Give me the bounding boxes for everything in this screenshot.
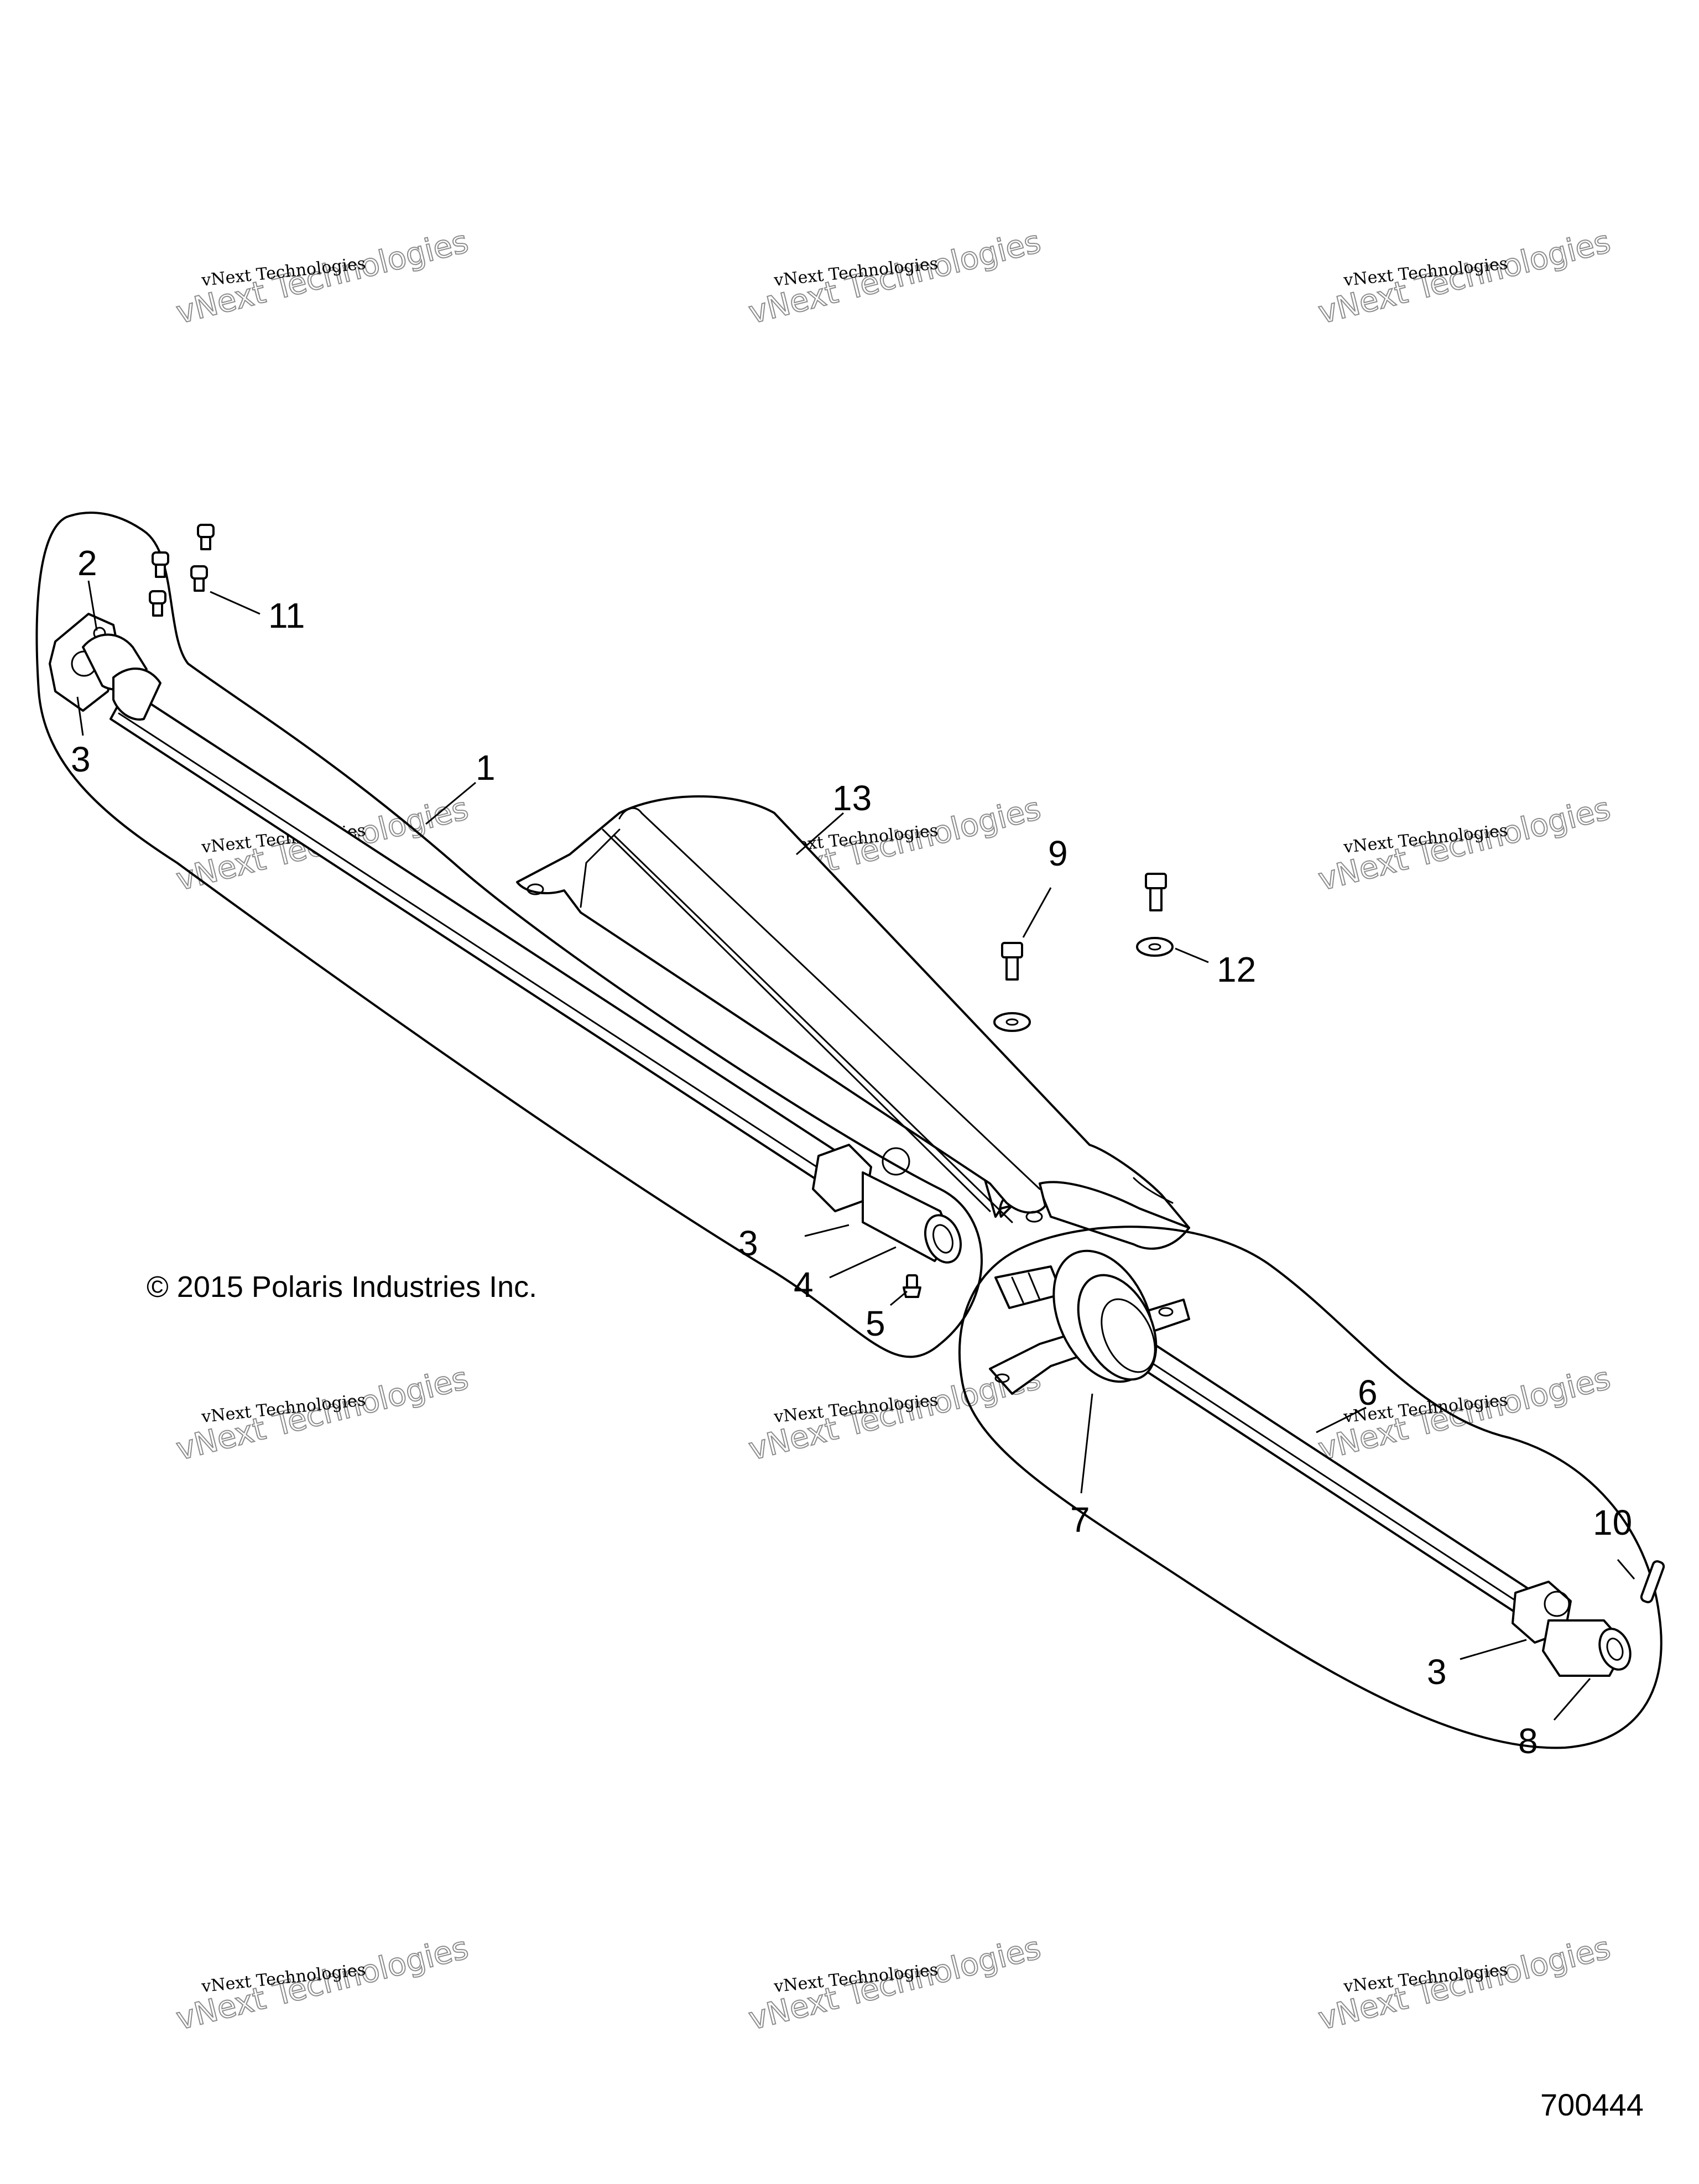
callout-13: 13 — [832, 778, 872, 818]
screw-set — [149, 524, 215, 617]
watermark: vNext Technologies vNext Technologies — [1314, 790, 1614, 899]
callout-7: 7 — [1070, 1500, 1090, 1540]
watermark: vNext Technologies vNext Technologies — [172, 1360, 472, 1468]
slip-yoke-end — [924, 1214, 962, 1264]
callout-3: 3 — [71, 739, 91, 779]
callout-1: 1 — [476, 748, 496, 788]
callout-10: 10 — [1593, 1503, 1632, 1542]
watermark: vNext Technologies vNext Technologies — [1314, 1930, 1614, 2038]
watermark: vNext Technologies vNext Technologies — [744, 223, 1045, 332]
washer — [993, 1012, 1031, 1032]
front-driveshaft — [49, 613, 962, 1264]
grease-fitting — [903, 1274, 921, 1298]
leader-lines — [76, 580, 1635, 1721]
flange-bolt — [1001, 942, 1023, 981]
copyright-notice: © 2015 Polaris Industries Inc. — [147, 1270, 537, 1304]
roll-pin — [1640, 1560, 1665, 1603]
screw — [149, 590, 166, 617]
document-number: 700444 — [1540, 2087, 1644, 2122]
front-shaft-assembly-outline — [35, 512, 983, 1358]
rear-shaft-assembly-outline — [958, 1226, 1662, 1749]
callout-4: 4 — [794, 1265, 814, 1305]
callout-3: 3 — [1427, 1652, 1447, 1692]
screw — [190, 565, 208, 592]
callout-11: 11 — [268, 596, 305, 635]
callout-2: 2 — [77, 543, 97, 583]
callout-8: 8 — [1518, 1721, 1538, 1761]
rear-driveshaft — [989, 1249, 1632, 1677]
callout-3: 3 — [738, 1223, 758, 1263]
callout-6: 6 — [1358, 1373, 1378, 1412]
watermark: vNext Technologies vNext Technologies — [1314, 223, 1614, 332]
screw — [152, 551, 169, 578]
callout-5: 5 — [866, 1304, 885, 1343]
watermark: vNext Technologies vNext Technologies — [172, 1930, 472, 2038]
callout-9: 9 — [1048, 833, 1068, 873]
watermark-grid: vNext Technologies vNext Technologies vN… — [172, 223, 1614, 2038]
washer — [1136, 937, 1174, 957]
watermark: vNext Technologies vNext Technologies — [172, 223, 472, 332]
flange-bolt — [1145, 873, 1167, 911]
screw — [197, 524, 215, 550]
watermark: vNext Technologies vNext Technologies — [744, 1930, 1045, 2038]
callout-12: 12 — [1217, 950, 1256, 989]
driveshaft-shield — [516, 795, 1190, 1250]
callout-labels: 1 2 3 3 4 5 6 7 8 9 10 11 12 13 3 — [71, 543, 1632, 1761]
